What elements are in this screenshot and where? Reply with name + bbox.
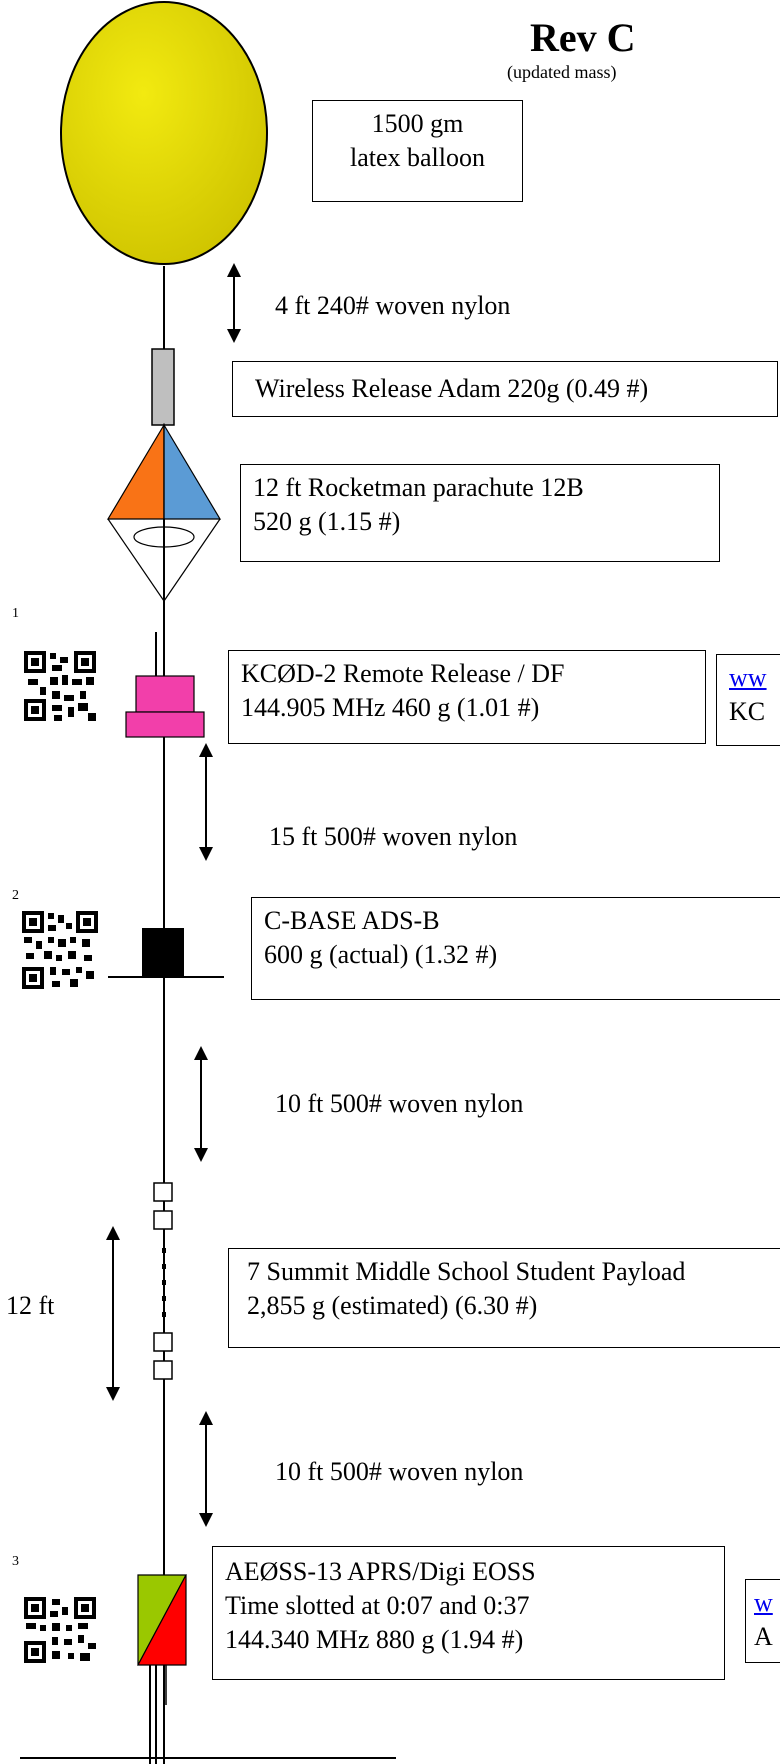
payload1-side-box[interactable]: ww KC bbox=[716, 654, 780, 746]
string-length-label: 12 ft bbox=[6, 1291, 55, 1320]
payload1-label-box: KCØD-2 Remote Release / DF 144.905 MHz 4… bbox=[228, 650, 706, 744]
parachute-label-line2: 520 g (1.15 #) bbox=[253, 507, 401, 536]
parachute-label-line1: 12 ft Rocketman parachute 12B bbox=[253, 473, 584, 502]
student-payload-label-line2: 2,855 g (estimated) (6.30 #) bbox=[247, 1291, 538, 1320]
student-payload-string bbox=[153, 1182, 173, 1380]
student-payload-label-box: 7 Summit Middle School Student Payload 2… bbox=[228, 1248, 780, 1348]
balloon-label-line1: 1500 gm bbox=[371, 109, 464, 138]
payload1-shape bbox=[125, 632, 205, 738]
release-label-box: Wireless Release Adam 220g (0.49 #) bbox=[232, 361, 778, 417]
payload2-label-box: C-BASE ADS-B 600 g (actual) (1.32 #) bbox=[251, 897, 780, 1000]
payload3-shape bbox=[20, 1574, 396, 1764]
payload2-number: 2 bbox=[12, 888, 19, 903]
payload1-number: 1 bbox=[12, 606, 19, 621]
payload2-label-line1: C-BASE ADS-B bbox=[264, 906, 440, 935]
payload3-side-box[interactable]: w A bbox=[745, 1579, 780, 1663]
payload2-label-line2: 600 g (actual) (1.32 #) bbox=[264, 940, 498, 969]
qr-code-icon-3 bbox=[24, 1597, 96, 1663]
qr-code-icon-2 bbox=[22, 911, 98, 989]
release-label: Wireless Release Adam 220g (0.49 #) bbox=[255, 374, 649, 403]
payload3-label-line2: Time slotted at 0:07 and 0:37 bbox=[225, 1591, 530, 1620]
page-title: Rev C bbox=[530, 15, 636, 60]
parachute-label-box: 12 ft Rocketman parachute 12B 520 g (1.1… bbox=[240, 464, 720, 562]
payload3-label-line1: AEØSS-13 APRS/Digi EOSS bbox=[225, 1557, 536, 1586]
parachute-shape bbox=[106, 422, 222, 602]
balloon-shape bbox=[60, 1, 268, 265]
payload3-label-line3: 144.340 MHz 880 g (1.94 #) bbox=[225, 1625, 524, 1654]
payload1-side-text: KC bbox=[729, 697, 766, 726]
payload3-link[interactable]: w bbox=[754, 1588, 773, 1617]
student-payload-label-line1: 7 Summit Middle School Student Payload bbox=[247, 1257, 686, 1286]
line-label-2: 15 ft 500# woven nylon bbox=[269, 822, 518, 851]
payload3-number: 3 bbox=[12, 1554, 19, 1569]
payload1-label-line2: 144.905 MHz 460 g (1.01 #) bbox=[241, 693, 540, 722]
payload3-label-box: AEØSS-13 APRS/Digi EOSS Time slotted at … bbox=[212, 1546, 725, 1680]
balloon-label-box: 1500 gm latex balloon bbox=[312, 100, 523, 202]
page-subtitle: (updated mass) bbox=[507, 62, 617, 82]
qr-code-icon-1 bbox=[24, 651, 96, 721]
payload1-label-line1: KCØD-2 Remote Release / DF bbox=[241, 659, 565, 688]
payload1-link[interactable]: ww bbox=[729, 663, 767, 692]
payload2-shape bbox=[108, 928, 224, 978]
balloon-label-line2: latex balloon bbox=[349, 143, 485, 172]
release-shape bbox=[151, 348, 175, 426]
payload3-side-text: A bbox=[754, 1622, 773, 1651]
line-label-4: 10 ft 500# woven nylon bbox=[275, 1457, 524, 1486]
line-label-3: 10 ft 500# woven nylon bbox=[275, 1089, 524, 1118]
line-label-1: 4 ft 240# woven nylon bbox=[275, 291, 511, 320]
